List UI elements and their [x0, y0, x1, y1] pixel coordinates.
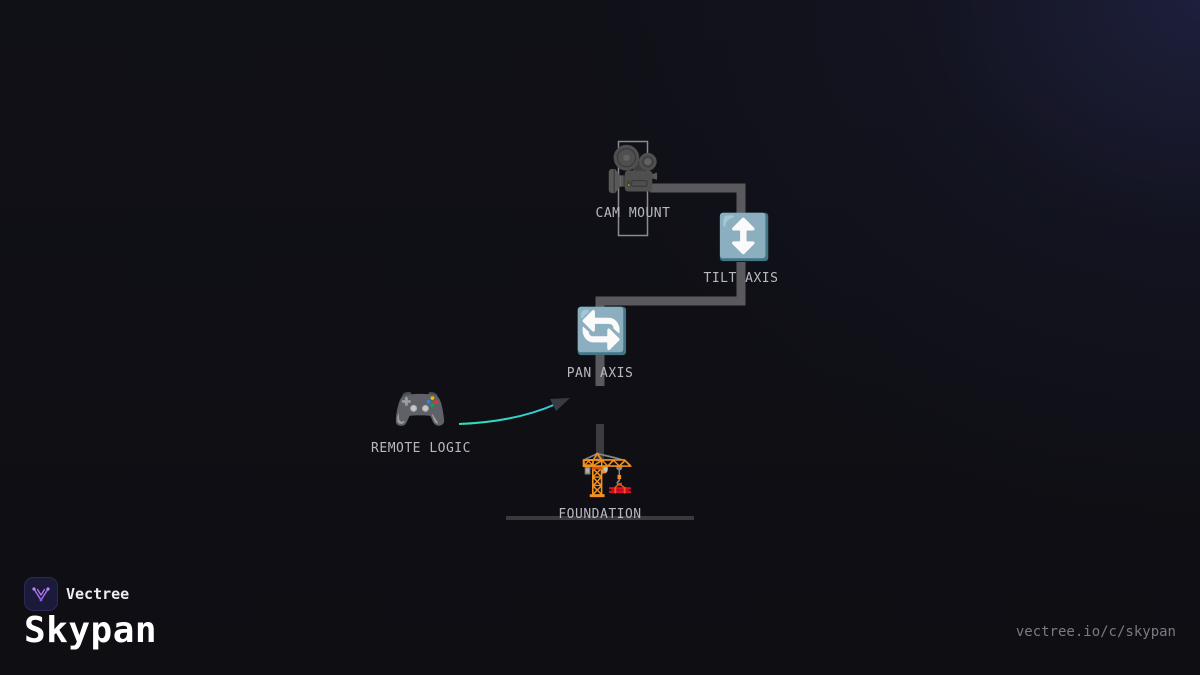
remote-logic-label: REMOTE LOGIC	[371, 441, 471, 456]
tilt-axis-label: TILT AXIS	[703, 271, 779, 286]
signal-arrowhead	[550, 398, 570, 411]
rotate-arrows-icon: 🔄	[574, 306, 630, 357]
game-controller-icon: 🎮	[392, 384, 448, 435]
cam-mount-frame	[617, 140, 649, 237]
project-title: Skypan	[24, 610, 158, 651]
brand: Vectree	[24, 577, 129, 611]
link-cam-to-tilt	[650, 183, 746, 222]
vectree-logo-icon	[24, 577, 58, 611]
up-down-arrow-icon: ↕️	[716, 212, 772, 263]
project-url: vectree.io/c/skypan	[1015, 624, 1176, 640]
construction-crane-icon: 🏗️	[579, 448, 635, 499]
remote-signal-link	[458, 403, 557, 425]
movie-camera-icon: 🎥	[605, 144, 661, 195]
cam-mount-label: CAM MOUNT	[595, 206, 671, 221]
pan-axis-label: PAN AXIS	[566, 366, 634, 381]
link-tilt-to-pan	[595, 262, 746, 318]
brand-name: Vectree	[66, 585, 130, 603]
foundation-label: FOUNDATION	[558, 507, 642, 522]
